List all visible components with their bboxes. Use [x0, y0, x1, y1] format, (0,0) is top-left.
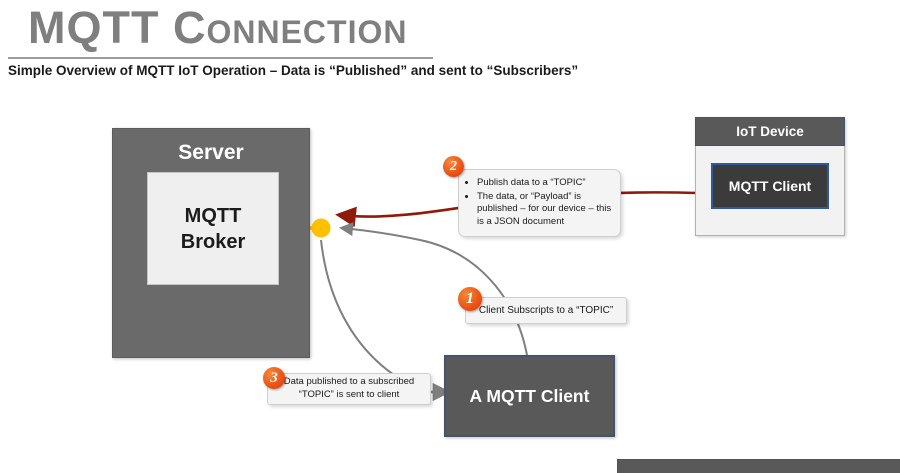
- callout-publish-bullets: Publish data to a “TOPIC” The data, or “…: [477, 177, 616, 228]
- callout-deliver: Data published to a subscribed “TOPIC” i…: [267, 373, 431, 405]
- callout-deliver-line-1: Data published to a subscribed: [283, 376, 415, 388]
- deliver-curve: [320, 239, 395, 376]
- step-3-badge: 3: [263, 367, 285, 389]
- iot-device-header: IoT Device: [695, 117, 845, 146]
- subscriber-client-box: A MQTT Client: [444, 355, 615, 437]
- callout-publish-bullet-1: Publish data to a “TOPIC”: [477, 177, 616, 190]
- subscribe-arrow: [339, 222, 528, 356]
- callout-publish-bullet-2: The data, or “Payload” is published – fo…: [477, 191, 616, 229]
- iot-device-box: IoT Device MQTT Client: [695, 117, 845, 236]
- mqtt-broker-box: MQTT Broker: [147, 172, 279, 285]
- callout-subscribe: Client Subscripts to a “TOPIC”: [465, 297, 627, 324]
- step-1-badge: 1: [458, 287, 482, 311]
- connection-point-dot: [311, 218, 331, 238]
- mqtt-broker-label: MQTT Broker: [180, 204, 246, 253]
- callout-publish: Publish data to a “TOPIC” The data, or “…: [458, 169, 621, 237]
- title-underline: [8, 57, 433, 59]
- iot-mqtt-client-box: MQTT Client: [711, 163, 829, 209]
- step-2-badge: 2: [443, 156, 464, 177]
- server-box: Server MQTT Broker: [112, 128, 310, 358]
- callout-deliver-line-2: “TOPIC” is sent to client: [298, 389, 400, 400]
- bottom-edge-shape: [617, 459, 900, 473]
- page-title: MQTT Connection: [28, 2, 408, 53]
- page-subtitle: Simple Overview of MQTT IoT Operation – …: [8, 63, 579, 78]
- server-label: Server: [178, 141, 244, 164]
